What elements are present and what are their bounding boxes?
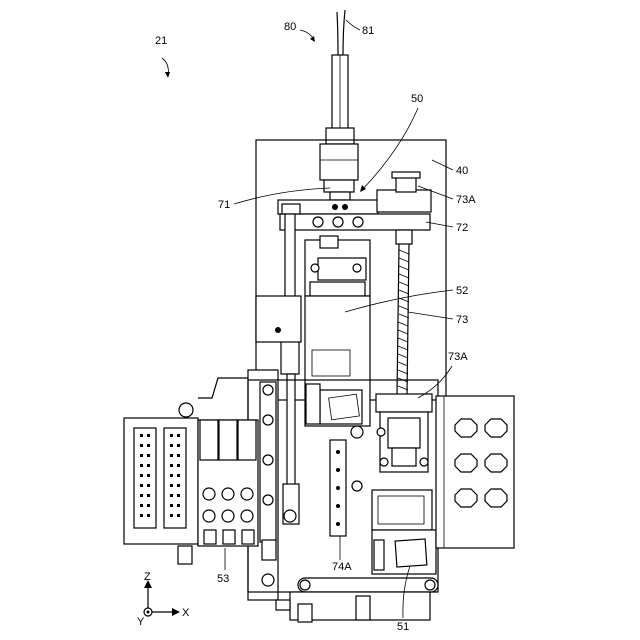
ball-screw <box>397 244 409 395</box>
leader-nut-block-lower <box>418 366 452 398</box>
label-frame: 40 <box>456 165 468 177</box>
label-head: 50 <box>411 93 423 105</box>
x-arrow-head-icon <box>172 608 180 616</box>
label-base: 51 <box>397 621 409 633</box>
leader-frame <box>432 160 453 170</box>
lower-nut-block <box>376 394 432 472</box>
upper-slider <box>305 236 370 296</box>
label-valve-bank: 53 <box>217 573 229 585</box>
label-nut-block-lower: 73A <box>448 351 468 363</box>
base-block <box>372 490 436 574</box>
label-ball-screw: 73 <box>456 314 468 326</box>
axis-label-y: Y <box>137 616 145 628</box>
leader-cable <box>346 20 360 30</box>
label-nut-block-upper: 73A <box>456 194 476 206</box>
right-box <box>436 396 514 548</box>
rail <box>330 440 362 536</box>
label-beam: 72 <box>456 222 468 234</box>
carriage <box>305 296 370 438</box>
cable-connector <box>320 128 358 200</box>
axis-label-x: X <box>182 607 190 619</box>
connector-panel <box>124 418 198 544</box>
label-assembly: 21 <box>155 35 167 47</box>
label-slider: 52 <box>456 285 468 297</box>
label-cable: 81 <box>362 25 374 37</box>
bottom-bar <box>276 578 438 622</box>
label-nozzle: 71 <box>218 199 230 211</box>
cable <box>332 10 348 130</box>
label-cable-unit: 80 <box>284 21 296 33</box>
axis-label-z: Z <box>144 571 151 583</box>
coordinate-axes: Z X Y <box>137 571 190 628</box>
guide-rod <box>281 214 299 524</box>
label-rail: 74A <box>332 561 352 573</box>
upper-nut-block <box>377 172 431 244</box>
